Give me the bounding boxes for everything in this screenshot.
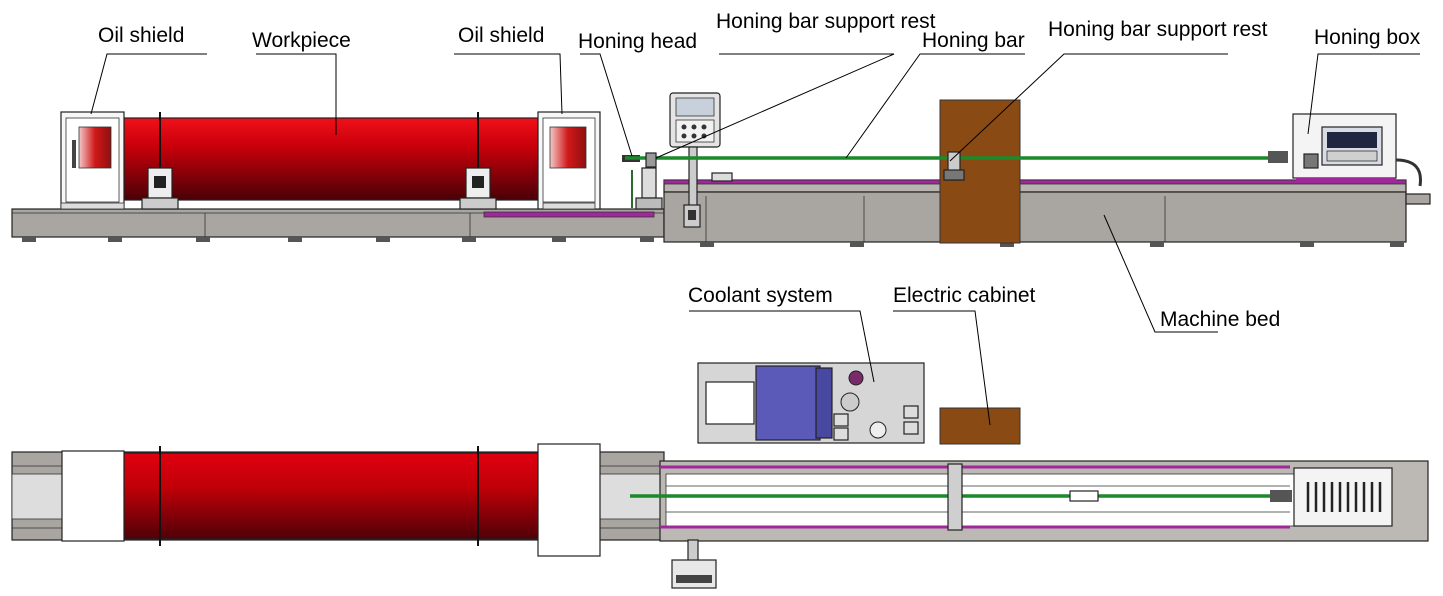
support-rest-2-side <box>943 151 965 181</box>
electric-cabinet-side <box>939 99 1021 244</box>
label-honing-head: Honing head <box>578 30 697 53</box>
label-oil-shield-left: Oil shield <box>98 24 184 47</box>
label-support-rest-2: Honing bar support rest <box>1048 18 1268 41</box>
label-workpiece: Workpiece <box>252 29 351 52</box>
honing-box-top <box>1270 467 1393 527</box>
clamp-top <box>1069 490 1099 502</box>
honing-box-side <box>1268 113 1422 187</box>
workpiece-support-left <box>141 112 179 210</box>
label-machine-bed: Machine bed <box>1160 308 1280 331</box>
coolant-system <box>697 362 925 444</box>
support-rest-top <box>947 463 963 531</box>
machine-bed-right <box>663 179 1431 247</box>
bed-top-right <box>659 460 1429 542</box>
label-support-rest-1: Honing bar support rest <box>716 10 936 33</box>
workpiece-top <box>123 452 539 540</box>
leader-lines <box>90 53 1420 426</box>
label-oil-shield-right: Oil shield <box>458 24 544 47</box>
label-honing-bar: Honing bar <box>922 29 1025 52</box>
label-coolant-system: Coolant system <box>688 284 833 307</box>
machine-bed-left <box>11 208 665 242</box>
top-view <box>11 443 1429 589</box>
oil-shield-left <box>60 111 125 210</box>
support-rest-1-side <box>645 152 733 182</box>
oil-shield-right-top <box>537 443 601 557</box>
control-pendant-top <box>671 539 717 589</box>
label-honing-box: Honing box <box>1314 26 1421 49</box>
side-view <box>11 92 1431 247</box>
oil-shield-right <box>537 111 601 210</box>
label-electric-cabinet: Electric cabinet <box>893 284 1036 307</box>
oil-shield-left-top <box>61 450 125 542</box>
control-pendant-side <box>669 92 721 228</box>
workpiece-support-right <box>459 112 497 210</box>
labels: Oil shield Workpiece Oil shield Honing h… <box>98 10 1421 331</box>
electric-cabinet <box>939 407 1021 445</box>
